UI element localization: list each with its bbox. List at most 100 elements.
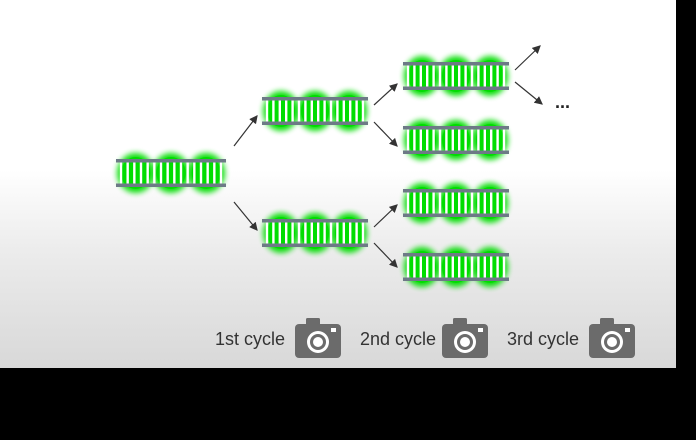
base-pair-rung bbox=[317, 222, 320, 244]
base-pair-rung bbox=[291, 222, 294, 244]
base-pair-rung bbox=[336, 222, 339, 244]
dna-backbone-bottom bbox=[262, 243, 368, 247]
base-pair-rung bbox=[483, 129, 486, 151]
base-pair-rung bbox=[470, 65, 474, 87]
dna-backbone-top bbox=[403, 189, 509, 193]
base-pair-rung bbox=[419, 256, 422, 278]
base-pair-rung bbox=[451, 129, 454, 151]
base-pair-rung bbox=[464, 129, 467, 151]
base-pair-rung bbox=[426, 129, 429, 151]
cycle-label-1: 1st cycle bbox=[215, 329, 286, 349]
cycle-label-2: 2nd cycle bbox=[360, 329, 437, 349]
base-pair-rung bbox=[126, 162, 129, 184]
base-pair-rung bbox=[470, 129, 474, 151]
base-pair-rung bbox=[419, 192, 422, 214]
camera-icon bbox=[442, 318, 488, 358]
base-pair-rung bbox=[458, 256, 461, 278]
base-pair-rung bbox=[186, 162, 189, 184]
fluorescent-dye-core bbox=[442, 124, 470, 156]
dna-backbone-top bbox=[262, 97, 368, 101]
base-pair-rung bbox=[166, 162, 169, 184]
dna-backbone-bottom bbox=[116, 183, 226, 187]
base-pair-rung bbox=[265, 100, 269, 122]
dna-backbone-top bbox=[116, 159, 226, 163]
base-pair-rung bbox=[426, 256, 429, 278]
base-pair-rung bbox=[265, 222, 269, 244]
base-pair-rung bbox=[458, 192, 461, 214]
base-pair-rung bbox=[179, 162, 183, 184]
base-pair-rung bbox=[355, 222, 358, 244]
dna-backbone-bottom bbox=[403, 150, 509, 154]
base-pair-rung bbox=[173, 162, 176, 184]
base-pair-rung bbox=[445, 65, 448, 87]
base-pair-rung bbox=[445, 129, 448, 151]
base-pair-rung bbox=[119, 162, 123, 184]
base-pair-rung bbox=[432, 256, 435, 278]
dna-molecule-cycle1-top bbox=[262, 91, 368, 131]
dna-backbone-bottom bbox=[403, 277, 509, 281]
dna-backbone-top bbox=[262, 219, 368, 223]
base-pair-rung bbox=[445, 192, 448, 214]
dna-molecule-cycle2-2 bbox=[403, 120, 509, 160]
dna-molecule-initial bbox=[116, 153, 226, 193]
base-pair-rung bbox=[297, 100, 301, 122]
base-pair-rung bbox=[445, 256, 448, 278]
base-pair-rung bbox=[477, 192, 480, 214]
base-pair-rung bbox=[413, 192, 416, 214]
arrow-continue-up bbox=[514, 45, 541, 71]
base-pair-rung bbox=[285, 222, 288, 244]
base-pair-rung bbox=[432, 65, 435, 87]
arrow-continue-down bbox=[514, 81, 543, 105]
fluorescent-dye-core bbox=[442, 187, 470, 219]
base-pair-rung bbox=[419, 129, 422, 151]
fluorescent-dye-core bbox=[301, 217, 329, 249]
dna-backbone-bottom bbox=[403, 213, 509, 217]
slide: ... 1st cycle 2nd cycle 3rd cycle bbox=[0, 0, 676, 368]
base-pair-rung bbox=[496, 65, 499, 87]
base-pair-rung bbox=[451, 65, 454, 87]
base-pair-rung bbox=[490, 65, 493, 87]
base-pair-rung bbox=[470, 256, 474, 278]
base-pair-rung bbox=[193, 162, 196, 184]
base-pair-rung bbox=[153, 162, 156, 184]
base-pair-rung bbox=[272, 100, 275, 122]
base-pair-rung bbox=[304, 100, 307, 122]
fluorescent-dye-core bbox=[442, 60, 470, 92]
base-pair-rung bbox=[490, 256, 493, 278]
base-pair-rung bbox=[451, 192, 454, 214]
base-pair-rung bbox=[329, 100, 333, 122]
base-pair-rung bbox=[464, 256, 467, 278]
base-pair-rung bbox=[464, 65, 467, 87]
base-pair-rung bbox=[483, 256, 486, 278]
black-border-bottom bbox=[0, 368, 696, 440]
dna-molecule-cycle2-3 bbox=[403, 183, 509, 223]
dna-backbone-bottom bbox=[403, 86, 509, 90]
base-pair-rung bbox=[278, 100, 281, 122]
fluorescent-dye-core bbox=[442, 251, 470, 283]
base-pair-rung bbox=[310, 222, 313, 244]
base-pair-rung bbox=[291, 100, 294, 122]
base-pair-rung bbox=[502, 129, 506, 151]
replication-diagram bbox=[116, 45, 543, 287]
black-border-right bbox=[676, 0, 696, 368]
camera-icon bbox=[295, 318, 341, 358]
base-pair-rung bbox=[419, 65, 422, 87]
base-pair-rung bbox=[323, 222, 326, 244]
base-pair-rung bbox=[438, 129, 442, 151]
base-pair-rung bbox=[438, 65, 442, 87]
arrow-bottom-to-4 bbox=[373, 242, 398, 268]
base-pair-rung bbox=[496, 129, 499, 151]
base-pair-rung bbox=[323, 100, 326, 122]
base-pair-rung bbox=[213, 162, 216, 184]
arrow-initial-to-bottom bbox=[233, 201, 258, 231]
base-pair-rung bbox=[139, 162, 143, 184]
base-pair-rung bbox=[297, 222, 301, 244]
base-pair-rung bbox=[426, 192, 429, 214]
base-pair-rung bbox=[329, 222, 333, 244]
base-pair-rung bbox=[470, 192, 474, 214]
fluorescent-dye-core bbox=[301, 95, 329, 127]
arrow-top-to-2 bbox=[373, 121, 398, 147]
base-pair-rung bbox=[502, 192, 506, 214]
fluorescent-dye-core bbox=[156, 157, 186, 189]
dna-molecule-cycle2-1 bbox=[403, 56, 509, 96]
